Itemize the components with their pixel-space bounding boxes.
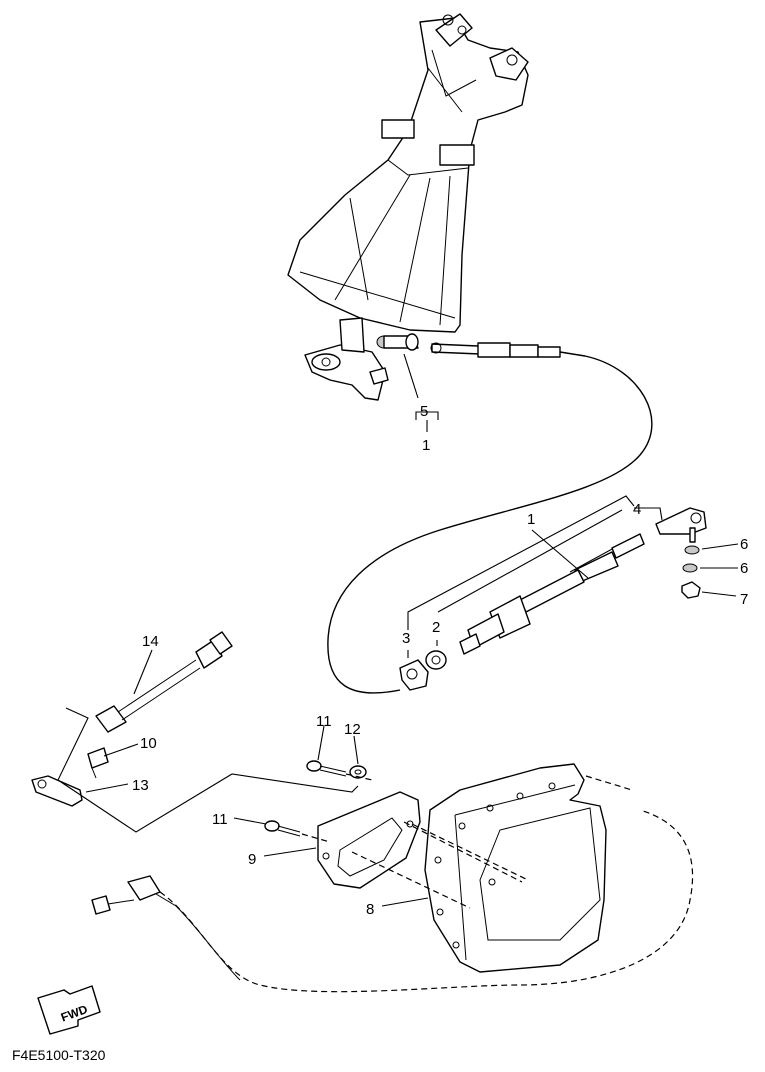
callout-5: 5 — [420, 403, 428, 420]
washer-item-6b — [682, 563, 698, 573]
callout-9: 9 — [248, 851, 256, 868]
callout-2: 2 — [432, 619, 440, 636]
fwd-arrow-icon: FWD — [37, 985, 101, 1035]
steering-lower-bracket — [304, 317, 389, 401]
steering-cable-upper-end — [430, 342, 561, 358]
ball-joint-top — [376, 333, 419, 351]
assembly-dash-gasket-3 — [411, 823, 529, 881]
assembly-dash-screw-a — [345, 773, 373, 781]
washer-item-6a — [684, 545, 700, 555]
assembly-dash-gasket-2 — [403, 821, 523, 883]
callout-4: 4 — [633, 501, 641, 518]
callout-6b: 6 — [740, 560, 748, 577]
steering-column-housing — [287, 13, 529, 333]
assembly-dash-gasket-1 — [351, 851, 471, 909]
callout-14: 14 — [142, 633, 159, 650]
meter-housing-item-8 — [424, 763, 607, 973]
callout-13: 13 — [132, 777, 149, 794]
wire-harness — [91, 875, 241, 981]
callout-1-right: 1 — [527, 511, 535, 528]
bracket-item-13 — [31, 775, 83, 807]
callout-7: 7 — [740, 591, 748, 608]
screw-item-11a — [306, 760, 347, 777]
callout-12: 12 — [344, 721, 361, 738]
callout-10: 10 — [140, 735, 157, 752]
callout-11a: 11 — [316, 713, 332, 730]
gasket-item-9 — [317, 791, 421, 889]
callout-3: 3 — [402, 630, 410, 647]
routing-dash-top — [585, 775, 633, 791]
nut-item-7 — [681, 581, 701, 599]
washer-item-12 — [349, 765, 367, 779]
washer-item-2 — [425, 650, 447, 670]
drawing-code: F4E5100-T320 — [12, 1047, 106, 1063]
nut-item-3 — [399, 659, 429, 691]
callout-11b: 11 — [212, 811, 228, 828]
assembly-dash-screw-b — [301, 833, 331, 843]
sensor-lead-item-14 — [95, 631, 233, 733]
callout-1-top: 1 — [422, 437, 430, 454]
steering-cable-lower-end — [459, 533, 645, 655]
routing-dash-main — [159, 809, 694, 993]
callout-6a: 6 — [740, 536, 748, 553]
joint-end-item-4 — [655, 507, 707, 543]
screw-item-11b — [264, 820, 301, 837]
steering-cable-loop — [327, 351, 653, 694]
leader-lines — [57, 353, 739, 907]
bolt-item-10 — [87, 747, 109, 779]
callout-8: 8 — [366, 901, 374, 918]
